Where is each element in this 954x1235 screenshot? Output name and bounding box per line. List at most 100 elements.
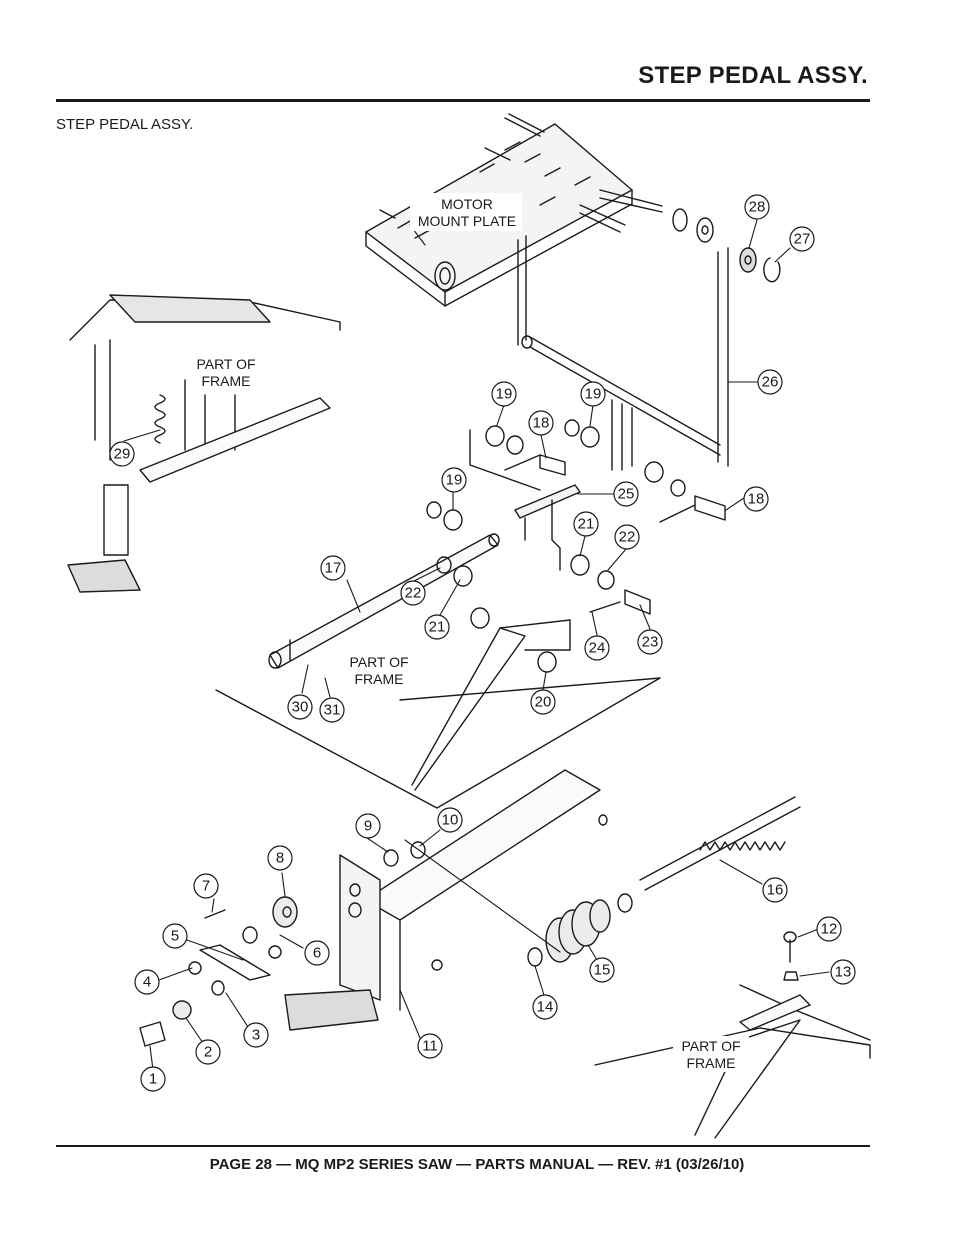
callout-28-number: 28: [749, 199, 766, 216]
motor-mount-label-line1: MOTOR: [441, 196, 493, 212]
frame-lower-right: [594, 931, 871, 1139]
callout-25: 25: [613, 481, 639, 507]
callout-5-number: 5: [171, 928, 179, 945]
motor-mount-plate-label: MOTOR MOUNT PLATE: [410, 193, 522, 231]
callout-26: 26: [757, 369, 783, 395]
frame-label-upper: PART OF FRAME: [190, 354, 262, 390]
page-footer: PAGE 28 — MQ MP2 SERIES SAW — PARTS MANU…: [209, 1156, 745, 1173]
callout-27-number: 27: [794, 231, 811, 248]
frame-outline-mid: [215, 429, 661, 809]
bushings-and-pins: [426, 419, 726, 673]
callout-29: 29: [109, 441, 135, 467]
pedal-frame-part-11: [284, 769, 608, 1031]
callout-21b-number: 21: [429, 619, 446, 636]
frame-label-upper-line2: FRAME: [202, 373, 251, 389]
frame-label-lower: PART OF FRAME: [673, 1036, 749, 1072]
frame-label-upper-line1: PART OF: [196, 356, 255, 372]
frame-label-lower-line1: PART OF: [681, 1038, 740, 1054]
callout-1-number: 1: [149, 1071, 157, 1088]
callout-31-number: 31: [324, 702, 341, 719]
footer-rule: [56, 1145, 870, 1147]
callout-4: 4: [134, 969, 160, 995]
callout-19b-number: 19: [585, 386, 602, 403]
callout-18a-number: 18: [533, 415, 550, 432]
callout-19c-number: 19: [446, 472, 463, 489]
callout-12-number: 12: [821, 921, 838, 938]
frame-label-lower-line2: FRAME: [687, 1055, 736, 1071]
spring-part-16: [639, 796, 801, 891]
callout-24: 24: [584, 635, 610, 661]
callout-8: 8: [267, 845, 293, 871]
callout-7-number: 7: [202, 878, 210, 895]
callout-12: 12: [816, 916, 842, 942]
callout-16: 16: [762, 877, 788, 903]
callout-11-number: 11: [422, 1038, 438, 1055]
callout-18b: 18: [743, 486, 769, 512]
callout-30-number: 30: [292, 699, 309, 716]
callout-14-number: 14: [537, 999, 554, 1016]
callout-4-number: 4: [143, 974, 151, 991]
callout-18b-number: 18: [748, 491, 765, 508]
callout-19c: 19: [441, 467, 467, 493]
diagram-subtitle: STEP PEDAL ASSY.: [56, 116, 194, 133]
callout-21a-number: 21: [578, 516, 595, 533]
frame-label-mid-line1: PART OF: [349, 654, 408, 670]
callout-22b: 22: [400, 580, 426, 606]
callout-7: 7: [193, 873, 219, 899]
callout-26-number: 26: [762, 374, 779, 391]
bellows-part-15: [527, 893, 633, 967]
callout-23: 23: [637, 629, 663, 655]
callout-10-number: 10: [442, 812, 459, 829]
callout-13: 13: [830, 959, 856, 985]
callout-22a-number: 22: [619, 529, 636, 546]
callout-3: 3: [243, 1022, 269, 1048]
callout-17: 17: [320, 555, 346, 581]
frame-part-26: [517, 235, 729, 471]
frame-upper-left: [67, 294, 341, 593]
washer-and-clip-parts: [672, 208, 781, 283]
callout-23-number: 23: [642, 634, 659, 651]
callout-2-number: 2: [204, 1044, 212, 1061]
callout-bubbles: 1 2 3 4 5 6 7 8 9 10 11 12 13 14 15 16 1…: [109, 194, 856, 1092]
motor-mount-label-line2: MOUNT PLATE: [418, 213, 516, 229]
callout-24-number: 24: [589, 640, 606, 657]
callout-6: 6: [304, 940, 330, 966]
frame-label-mid-line2: FRAME: [355, 671, 404, 687]
callout-27: 27: [789, 226, 815, 252]
callout-19a: 19: [491, 381, 517, 407]
callout-14: 14: [532, 994, 558, 1020]
callout-22a: 22: [614, 524, 640, 550]
callout-10: 10: [437, 807, 463, 833]
callout-1: 1: [140, 1066, 166, 1092]
callout-19a-number: 19: [496, 386, 513, 403]
callout-9-number: 9: [364, 818, 372, 835]
callout-leader-lines: [123, 219, 830, 1071]
callout-3-number: 3: [252, 1027, 260, 1044]
callout-19b: 19: [580, 381, 606, 407]
callout-18a: 18: [528, 410, 554, 436]
callout-20: 20: [530, 689, 556, 715]
callout-29-number: 29: [114, 446, 131, 463]
callout-5: 5: [162, 923, 188, 949]
callout-11: 11: [417, 1033, 443, 1059]
callout-30: 30: [287, 694, 313, 720]
callout-31: 31: [319, 697, 345, 723]
callout-16-number: 16: [767, 882, 784, 899]
header-rule: [56, 99, 870, 102]
callout-17-number: 17: [325, 560, 342, 577]
callout-9: 9: [355, 813, 381, 839]
callout-15-number: 15: [594, 962, 611, 979]
callout-20-number: 20: [535, 694, 552, 711]
tube-part-17: [268, 533, 500, 669]
hardware-parts-1-to-10: [139, 841, 426, 1047]
callout-2: 2: [195, 1039, 221, 1065]
callout-21a: 21: [573, 511, 599, 537]
frame-label-mid: PART OF FRAME: [342, 652, 416, 688]
callout-28: 28: [744, 194, 770, 220]
page-title: STEP PEDAL ASSY.: [638, 62, 868, 89]
callout-22b-number: 22: [405, 585, 422, 602]
pedal-linkage-arm: [411, 619, 571, 791]
callout-6-number: 6: [313, 945, 321, 962]
pivot-bracket-part-25: [514, 484, 581, 571]
